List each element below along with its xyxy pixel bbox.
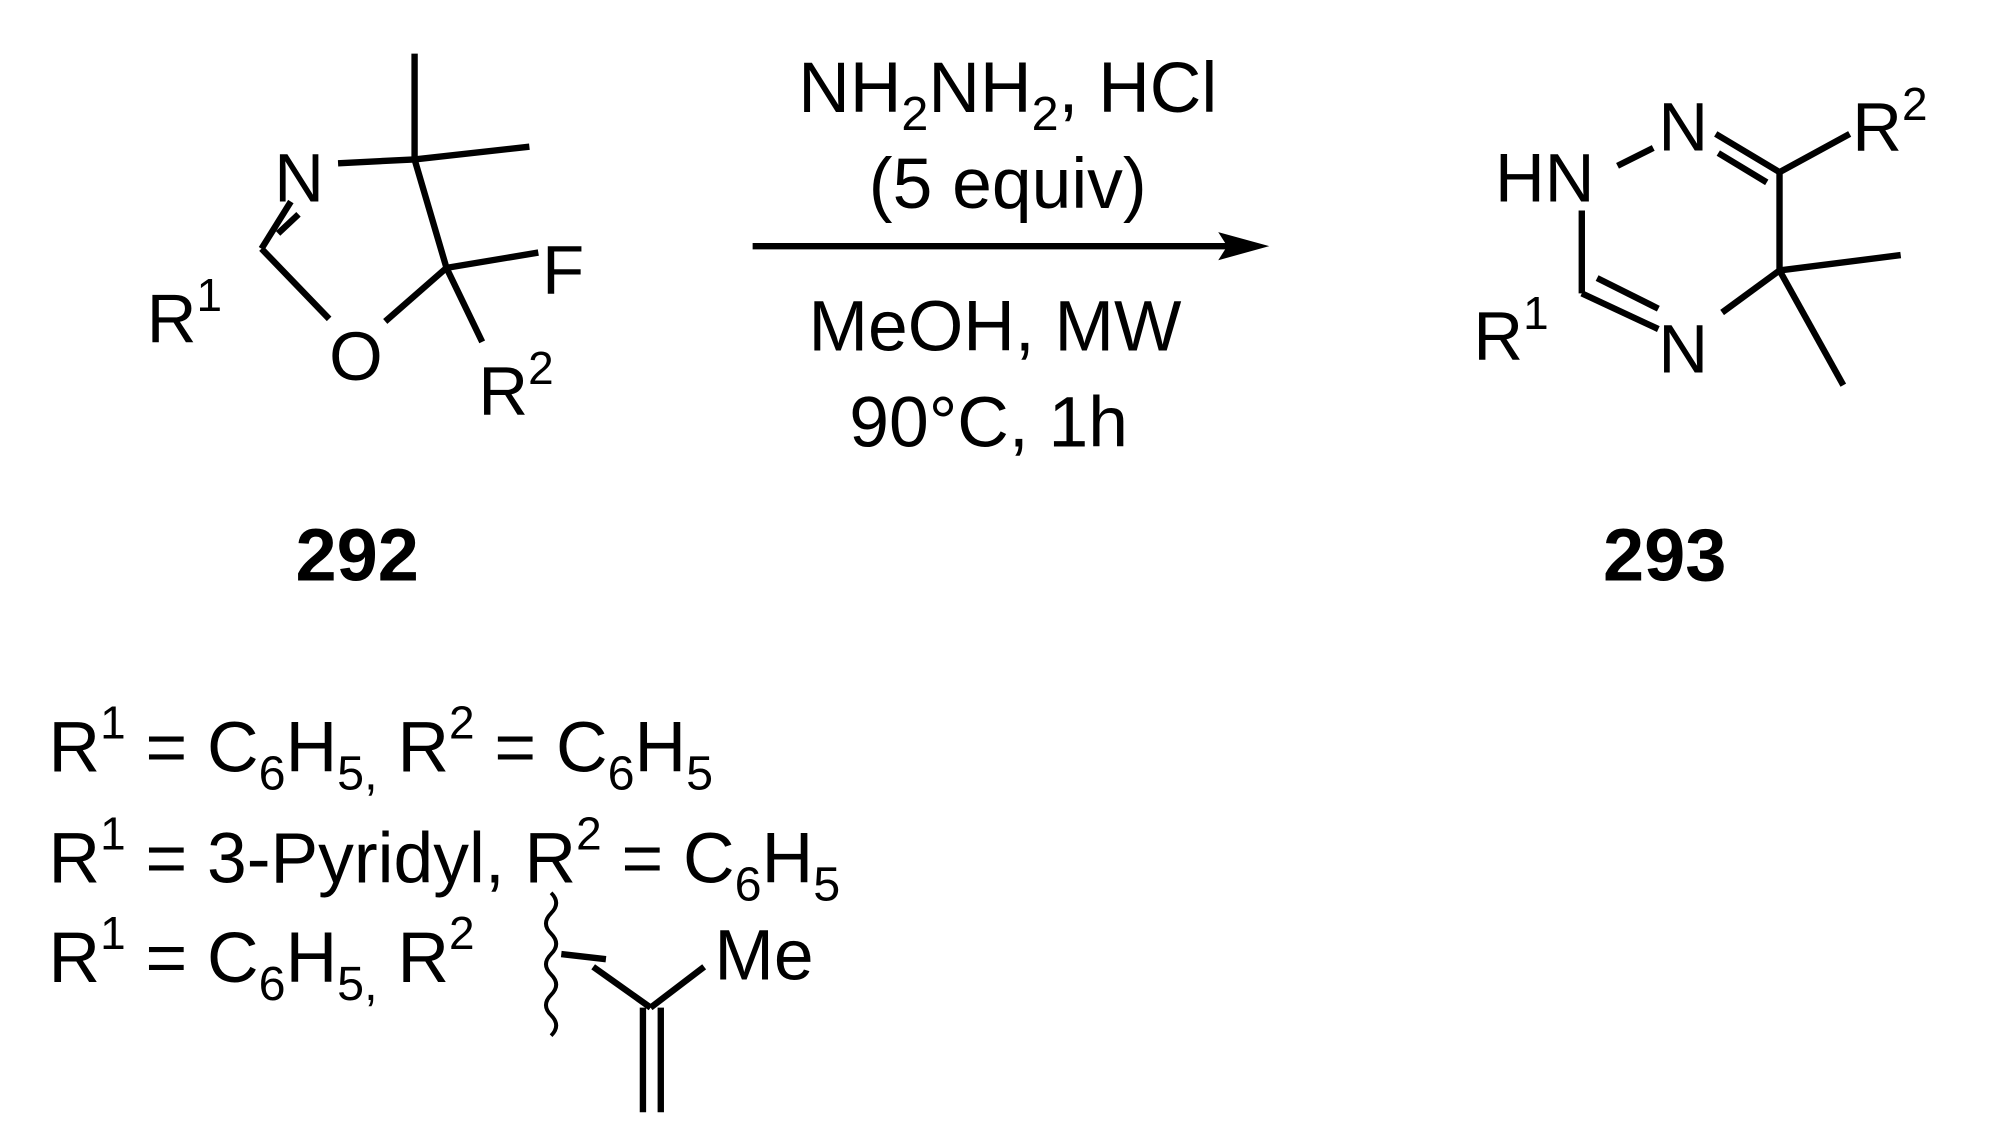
reactant-structure: N O F R1 R2 292 [147,53,584,596]
arrow-head-icon [1218,232,1270,261]
bond [1776,268,1847,387]
bond [1714,131,1782,175]
bond [1777,131,1852,175]
atom-o: O [329,318,383,395]
bond [1779,251,1902,274]
bond [445,249,539,271]
bond [337,156,415,167]
r1-group: R1 [1473,287,1548,375]
substituent-line-1: R1 = C6H5, R2 = C6H5 [48,697,713,801]
product-structure: HN N N R2 R1 293 [1473,78,1927,596]
atom-n2: N [1658,89,1708,166]
bond [1595,275,1660,312]
substituent-line-3: R1 = C6H5, R2 [48,907,474,1011]
atom-n: N [274,140,324,217]
methyl-label: Me [714,916,813,996]
r2-group: R2 [478,342,553,430]
bond [258,199,294,251]
r2-group: R2 [1852,78,1927,166]
wavy-bond-icon [544,891,559,1038]
bond [383,265,449,324]
bond [275,211,301,236]
bond [1616,145,1655,169]
substituent-line-2: R1 = 3-Pyridyl, R2 = C6H5 [48,807,840,911]
bond [411,158,450,269]
atom-f: F [542,231,584,308]
equiv-text: (5 equiv) [869,144,1147,224]
solvent-text: MeOH, MW [809,287,1183,367]
atom-hn: HN [1495,140,1594,217]
bond [1580,290,1660,332]
bond [1720,267,1782,316]
isopropenyl-structure: Me [544,891,814,1113]
bond [648,964,707,1011]
atom-n4: N [1658,310,1708,387]
bond [259,246,332,322]
compound-label-292: 292 [295,513,418,596]
reagent-text: NH2NH2, HCl [798,48,1217,141]
bond [560,950,607,963]
bond [591,964,653,1011]
temperature-time-text: 90°C, 1h [849,382,1128,462]
bond [1716,150,1769,186]
r1-group: R1 [147,269,222,357]
bond [414,143,530,163]
reaction-arrow [752,232,1270,261]
compound-label-293: 293 [1603,513,1726,596]
bond [443,266,486,344]
